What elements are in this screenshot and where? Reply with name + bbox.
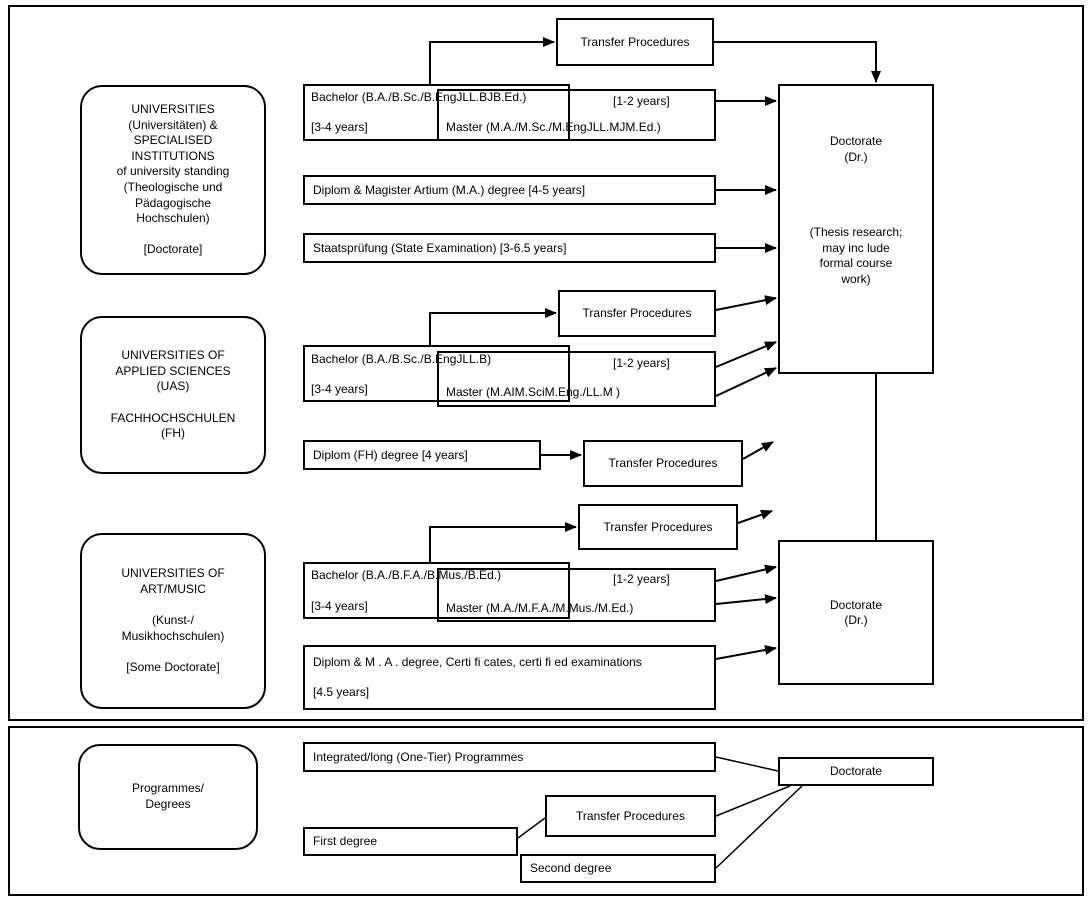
transfer-procedures-box-uas: Transfer Procedures	[558, 290, 716, 337]
art-diplom-box: Diplom & M . A . degree, Certi fi cates,…	[303, 645, 716, 710]
doctorate-main-box: Doctorate (Dr.) (Thesis research; may in…	[778, 84, 934, 374]
uas-bachelor-label: Bachelor (B.A./B.Sc./B.EngJLL.B)	[311, 352, 492, 366]
art-bachelor-outline	[303, 562, 570, 619]
art-diplom-years: [4.5 years]	[313, 685, 370, 699]
legend-doctorate-box: Doctorate	[778, 757, 934, 786]
diplom-magister-box: Diplom & Magister Artium (M.A.) degree […	[303, 175, 716, 205]
uas-master-outline	[437, 351, 716, 407]
uni-bachelor-years: [3-4 years]	[311, 120, 368, 134]
legend-section-frame	[8, 726, 1084, 896]
uni-bachelor-outline	[303, 84, 570, 141]
art-bachelor-label: Bachelor (B.A./B.F.A./B.Mus./B.Ed.)	[311, 568, 502, 582]
legend-integrated-box: Integrated/long (One-Tier) Programmes	[303, 742, 716, 772]
doctorate-art-box: Doctorate (Dr.)	[778, 540, 934, 685]
uas-bachelor-outline	[303, 345, 570, 402]
uas-bachelor-years: [3-4 years]	[311, 382, 368, 396]
institution-universities-box: UNIVERSITIES (Universitäten) & SPECIALIS…	[80, 85, 266, 275]
art-bachelor-years: [3-4 years]	[311, 599, 368, 613]
main-section-frame	[8, 5, 1084, 721]
art-master-label: Master (M.A./M.F.A./M.Mus./M.Ed.)	[446, 601, 634, 615]
uas-master-label: Master (M.AIM.SciM.Eng./LL.M )	[446, 385, 621, 399]
uni-bachelor-label: Bachelor (B.A./B.Sc./B.EngJLL.BJB.Ed.)	[311, 90, 527, 104]
legend-second-degree-box: Second degree	[520, 854, 716, 883]
legend-programmes-box: Programmes/ Degrees	[78, 744, 258, 850]
legend-transfer-box: Transfer Procedures	[545, 795, 716, 837]
transfer-procedures-box-universities: Transfer Procedures	[556, 18, 714, 66]
institution-uas-box: UNIVERSITIES OF APPLIED SCIENCES (UAS) F…	[80, 316, 266, 474]
uni-master-years: [1-2 years]	[613, 94, 670, 108]
uas-master-years: [1-2 years]	[613, 356, 670, 370]
art-diplom-label: Diplom & M . A . degree, Certi fi cates,…	[313, 655, 642, 669]
transfer-procedures-box-fh: Transfer Procedures	[583, 440, 743, 487]
diplom-fh-box: Diplom (FH) degree [4 years]	[303, 440, 541, 470]
art-master-years: [1-2 years]	[613, 572, 670, 586]
institution-art-music-box: UNIVERSITIES OF ART/MUSIC (Kunst-/ Musik…	[80, 533, 266, 709]
doctorate-main-title: Doctorate (Dr.)	[829, 134, 883, 164]
doctorate-main-note: (Thesis research; may inc lude formal co…	[809, 225, 903, 286]
legend-first-degree-box: First degree	[303, 827, 518, 856]
staatspruefung-box: Staatsprüfung (State Examination) [3-6.5…	[303, 233, 716, 263]
uni-master-label: Master (M.A./M.Sc./M.EngJLL.MJM.Ed.)	[446, 120, 661, 134]
transfer-procedures-box-art: Transfer Procedures	[578, 504, 738, 550]
uni-master-outline	[437, 89, 716, 141]
art-master-outline	[437, 568, 716, 622]
